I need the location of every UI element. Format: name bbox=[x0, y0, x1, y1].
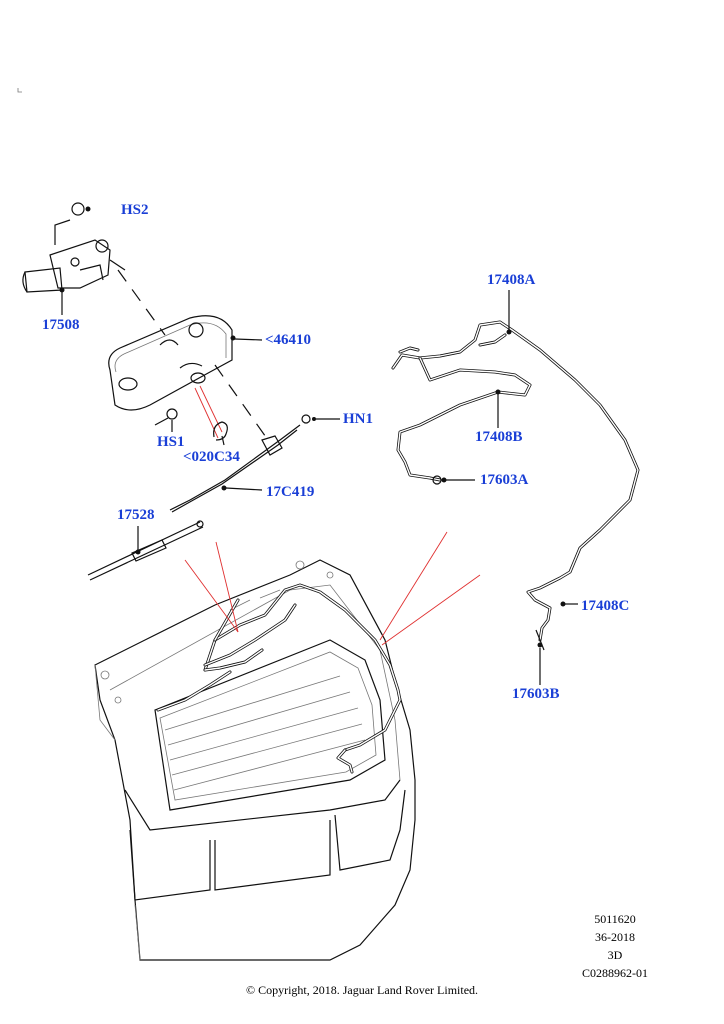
copyright-notice: © Copyright, 2018. Jaguar Land Rover Lim… bbox=[245, 983, 479, 997]
wiper-arm-17c419 bbox=[169, 424, 301, 513]
callout-hs2[interactable]: HS2 bbox=[121, 202, 149, 218]
reference-code-3: 3D bbox=[607, 948, 623, 962]
callout-17408a[interactable]: 17408A bbox=[487, 272, 536, 288]
callout-17508[interactable]: 17508 bbox=[42, 317, 80, 333]
screw-hs1 bbox=[154, 408, 178, 432]
callout-46410[interactable]: <46410 bbox=[265, 332, 312, 348]
alignment-line-motor bbox=[117, 269, 166, 336]
callout-hs1[interactable]: HS1 bbox=[157, 434, 185, 450]
red-leader-lines bbox=[184, 385, 481, 646]
nut-hn1 bbox=[301, 414, 340, 424]
callout-17528[interactable]: 17528 bbox=[117, 507, 155, 523]
washer-hose-assembly bbox=[391, 290, 640, 685]
alignment-line-arm bbox=[214, 364, 269, 441]
callout-17603b[interactable]: 17603B bbox=[512, 686, 560, 702]
reference-code-4: C0288962-01 bbox=[582, 966, 648, 980]
motor-cover-bracket bbox=[108, 315, 263, 411]
callout-hn1[interactable]: HN1 bbox=[343, 411, 373, 427]
tailgate-illustration bbox=[94, 559, 416, 961]
grommet-020c34 bbox=[213, 421, 228, 446]
tailgate-harness bbox=[156, 583, 402, 774]
callout-17408b[interactable]: 17408B bbox=[475, 429, 523, 445]
wiper-motor-assembly bbox=[22, 202, 126, 315]
corner-mark bbox=[17, 88, 22, 93]
reference-code-1: 5011620 bbox=[594, 912, 636, 926]
reference-code-2: 36-2018 bbox=[595, 930, 635, 944]
wiper-blade-17528 bbox=[87, 520, 204, 581]
callout-17c419[interactable]: 17C419 bbox=[266, 484, 315, 500]
callout-17603a[interactable]: 17603A bbox=[480, 472, 529, 488]
callout-17408c[interactable]: 17408C bbox=[581, 598, 630, 614]
callout-020c34[interactable]: <020C34 bbox=[183, 449, 240, 465]
diagram-reference-codes: 5011620 36-2018 3D C0288962-01 bbox=[560, 910, 670, 982]
